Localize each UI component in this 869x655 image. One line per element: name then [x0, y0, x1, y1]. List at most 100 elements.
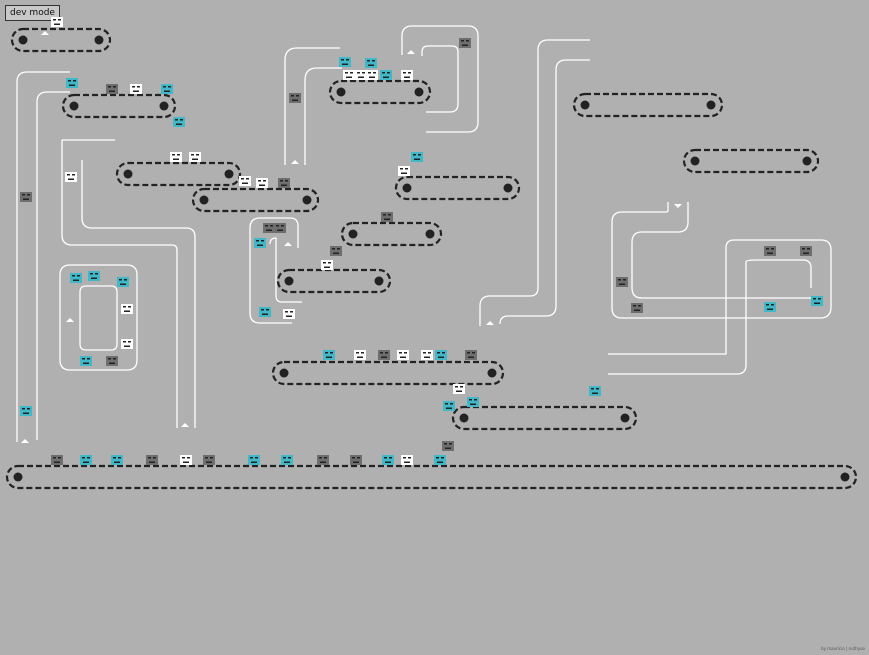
belt-wheel	[487, 368, 497, 378]
cyan-block[interactable]	[117, 277, 129, 287]
gray-block[interactable]	[631, 303, 643, 313]
gray-block[interactable]	[764, 246, 776, 256]
belt-wheel	[69, 101, 79, 111]
gray-block[interactable]	[263, 223, 275, 233]
cyan-block[interactable]	[589, 386, 601, 396]
gray-block[interactable]	[465, 350, 477, 360]
white-block[interactable]	[401, 455, 413, 465]
cyan-block[interactable]	[443, 401, 455, 411]
belt-wheel	[94, 35, 104, 45]
cyan-block[interactable]	[173, 117, 185, 127]
gray-block[interactable]	[317, 455, 329, 465]
belt-wheel	[402, 183, 412, 193]
cyan-block[interactable]	[248, 455, 260, 465]
cyan-block[interactable]	[254, 238, 266, 248]
belt-wheel	[802, 156, 812, 166]
belt-wheel	[840, 472, 850, 482]
belt-wheel	[13, 472, 23, 482]
gray-block[interactable]	[278, 178, 290, 188]
white-block[interactable]	[355, 70, 367, 80]
track-right-column-outer	[479, 39, 590, 326]
cyan-block[interactable]	[88, 271, 100, 281]
gray-block[interactable]	[203, 455, 215, 465]
gray-block[interactable]	[381, 212, 393, 222]
gray-block[interactable]	[106, 356, 118, 366]
belt-wheel	[348, 229, 358, 239]
cyan-block[interactable]	[80, 356, 92, 366]
white-block[interactable]	[121, 339, 133, 349]
gray-block[interactable]	[442, 441, 454, 451]
track-right-box-inner2	[745, 259, 812, 288]
white-block[interactable]	[421, 350, 433, 360]
gray-block[interactable]	[800, 246, 812, 256]
white-block[interactable]	[401, 70, 413, 80]
cyan-block[interactable]	[435, 350, 447, 360]
cyan-block[interactable]	[467, 397, 479, 407]
white-block[interactable]	[51, 17, 63, 27]
cyan-block[interactable]	[281, 455, 293, 465]
cyan-block[interactable]	[411, 152, 423, 162]
gray-block[interactable]	[378, 350, 390, 360]
white-block[interactable]	[366, 70, 378, 80]
white-block[interactable]	[256, 178, 268, 188]
gray-block[interactable]	[330, 246, 342, 256]
conveyor-belt	[61, 93, 177, 119]
belt-wheel	[336, 87, 346, 97]
conveyor-belt	[328, 79, 432, 105]
white-block[interactable]	[170, 152, 182, 162]
track-loop-outer	[59, 264, 138, 371]
cyan-block[interactable]	[20, 406, 32, 416]
white-block[interactable]	[180, 455, 192, 465]
gray-block[interactable]	[106, 84, 118, 94]
cyan-block[interactable]	[161, 84, 173, 94]
conveyor-belt	[394, 175, 521, 201]
gray-block[interactable]	[616, 277, 628, 287]
cyan-block[interactable]	[764, 302, 776, 312]
white-block[interactable]	[121, 304, 133, 314]
white-block[interactable]	[283, 309, 295, 319]
cyan-block[interactable]	[365, 58, 377, 68]
gray-block[interactable]	[274, 223, 286, 233]
cyan-block[interactable]	[111, 455, 123, 465]
white-block[interactable]	[397, 350, 409, 360]
track-left-inner	[36, 91, 70, 440]
gray-block[interactable]	[20, 192, 32, 202]
gray-block[interactable]	[459, 38, 471, 48]
white-block[interactable]	[398, 166, 410, 176]
cyan-block[interactable]	[259, 307, 271, 317]
cyan-block[interactable]	[380, 70, 392, 80]
cyan-block[interactable]	[323, 350, 335, 360]
white-block[interactable]	[321, 260, 333, 270]
conveyor-belt	[572, 92, 724, 118]
track-center-u-outer	[249, 217, 299, 248]
white-block[interactable]	[354, 350, 366, 360]
white-block[interactable]	[343, 70, 355, 80]
cyan-block[interactable]	[339, 57, 351, 67]
white-block[interactable]	[453, 384, 465, 394]
belt-wheel	[374, 276, 384, 286]
up-arrow-icon	[486, 321, 494, 325]
cyan-block[interactable]	[434, 455, 446, 465]
gray-block[interactable]	[289, 93, 301, 103]
white-block[interactable]	[65, 172, 77, 182]
white-block[interactable]	[130, 84, 142, 94]
cyan-block[interactable]	[80, 455, 92, 465]
belt-wheel	[284, 276, 294, 286]
cyan-block[interactable]	[811, 296, 823, 306]
up-arrow-icon	[181, 423, 189, 427]
dev-mode-button[interactable]: dev mode	[5, 5, 60, 21]
cyan-block[interactable]	[66, 78, 78, 88]
cyan-block[interactable]	[70, 273, 82, 283]
conveyor-belt	[191, 187, 320, 213]
white-block[interactable]	[189, 152, 201, 162]
gray-block[interactable]	[350, 455, 362, 465]
belt-wheel	[123, 169, 133, 179]
gray-block[interactable]	[146, 455, 158, 465]
track-center-u-inner	[269, 237, 302, 303]
white-block[interactable]	[239, 176, 251, 186]
belt-wheel	[302, 195, 312, 205]
gray-block[interactable]	[51, 455, 63, 465]
cyan-block[interactable]	[382, 455, 394, 465]
belt-wheel	[459, 413, 469, 423]
